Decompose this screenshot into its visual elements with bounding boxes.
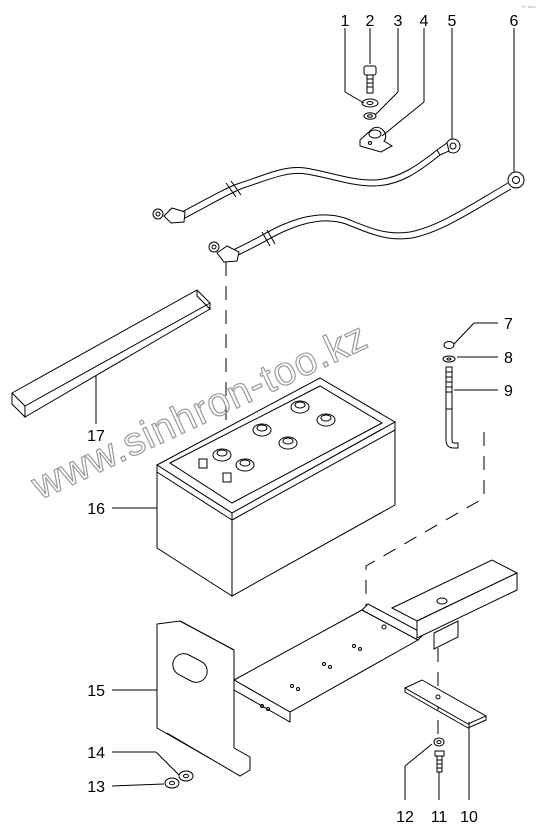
callout-labels: 1 2 3 4 5 6 7 8 9 10 11 12 13 14 15 16 1…	[87, 13, 518, 826]
callout-14: 14	[87, 745, 105, 762]
battery-cable-upper	[152, 138, 461, 224]
bolt-hardware	[361, 65, 379, 120]
left-fasteners	[164, 770, 194, 789]
bracket-plate	[403, 679, 488, 729]
j-bolt-leader	[365, 432, 485, 618]
battery-tray	[156, 603, 425, 777]
callout-4: 4	[420, 13, 429, 30]
corner-mark: 07 xxxx	[522, 4, 536, 9]
callout-5: 5	[448, 13, 457, 30]
battery-caps	[198, 400, 336, 483]
callout-16: 16	[87, 501, 105, 518]
callout-10: 10	[460, 809, 478, 826]
hold-down-strip	[11, 289, 211, 419]
callout-15: 15	[87, 683, 105, 700]
j-bolt-hardware	[442, 341, 459, 449]
battery-cable-lower	[208, 171, 525, 263]
tray-support-rail	[390, 559, 519, 650]
cable-clamp	[359, 126, 393, 153]
callout-17: 17	[87, 428, 105, 445]
callout-6: 6	[510, 13, 519, 30]
callout-11: 11	[431, 809, 448, 826]
leader-lines	[95, 28, 515, 800]
callout-13: 13	[87, 779, 105, 796]
callout-3: 3	[394, 13, 403, 30]
callout-9: 9	[504, 383, 513, 400]
callout-8: 8	[504, 350, 513, 367]
callout-2: 2	[366, 13, 375, 30]
callout-1: 1	[341, 13, 350, 30]
battery	[156, 377, 397, 597]
bottom-fasteners	[433, 737, 445, 773]
callout-7: 7	[504, 316, 513, 333]
callout-12: 12	[396, 809, 414, 826]
